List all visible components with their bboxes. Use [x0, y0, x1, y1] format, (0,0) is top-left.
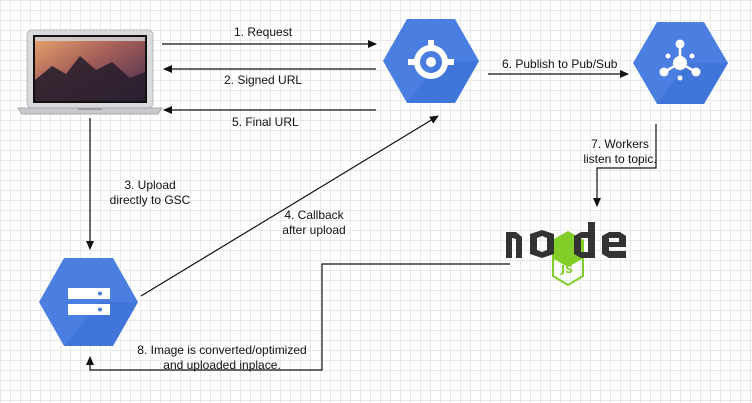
edge-converted — [86, 263, 510, 371]
label-upload: 3. Upload directly to GSC — [94, 178, 206, 208]
label-converted-line1: 8. Image is converted/optimized — [137, 343, 307, 357]
edge-workers — [593, 124, 657, 207]
label-publish: 6. Publish to Pub/Sub — [502, 57, 617, 72]
nodejs-js-text: JS — [560, 263, 573, 276]
pubsub-icon — [633, 22, 728, 104]
label-signed-url-text: 2. Signed URL — [224, 73, 303, 87]
label-request-text: 1. Request — [234, 25, 293, 39]
label-workers-line1: 7. Workers — [591, 137, 649, 151]
cloud-storage-icon — [39, 258, 138, 346]
label-upload-line1: 3. Upload — [124, 178, 176, 192]
nodejs-text-graphic: JS — [506, 222, 626, 276]
label-upload-line2: directly to GSC — [109, 193, 191, 207]
label-callback-line2: after upload — [282, 223, 346, 237]
label-final-url: 5. Final URL — [232, 115, 299, 130]
label-callback-line1: 4. Callback — [284, 208, 344, 222]
edge-callback — [140, 115, 439, 297]
label-workers-line2: listen to topic. — [583, 152, 657, 166]
label-publish-text: 6. Publish to Pub/Sub — [502, 57, 618, 71]
label-converted: 8. Image is converted/optimized and uplo… — [128, 343, 316, 373]
label-workers: 7. Workers listen to topic. — [572, 137, 668, 167]
label-signed-url: 2. Signed URL — [224, 73, 302, 88]
app-engine-icon — [383, 19, 479, 103]
label-callback: 4. Callback after upload — [262, 208, 366, 238]
label-converted-line2: and uploaded inplace. — [163, 358, 281, 372]
label-final-url-text: 5. Final URL — [232, 115, 299, 129]
label-request: 1. Request — [234, 25, 292, 40]
laptop-icon — [17, 29, 163, 115]
